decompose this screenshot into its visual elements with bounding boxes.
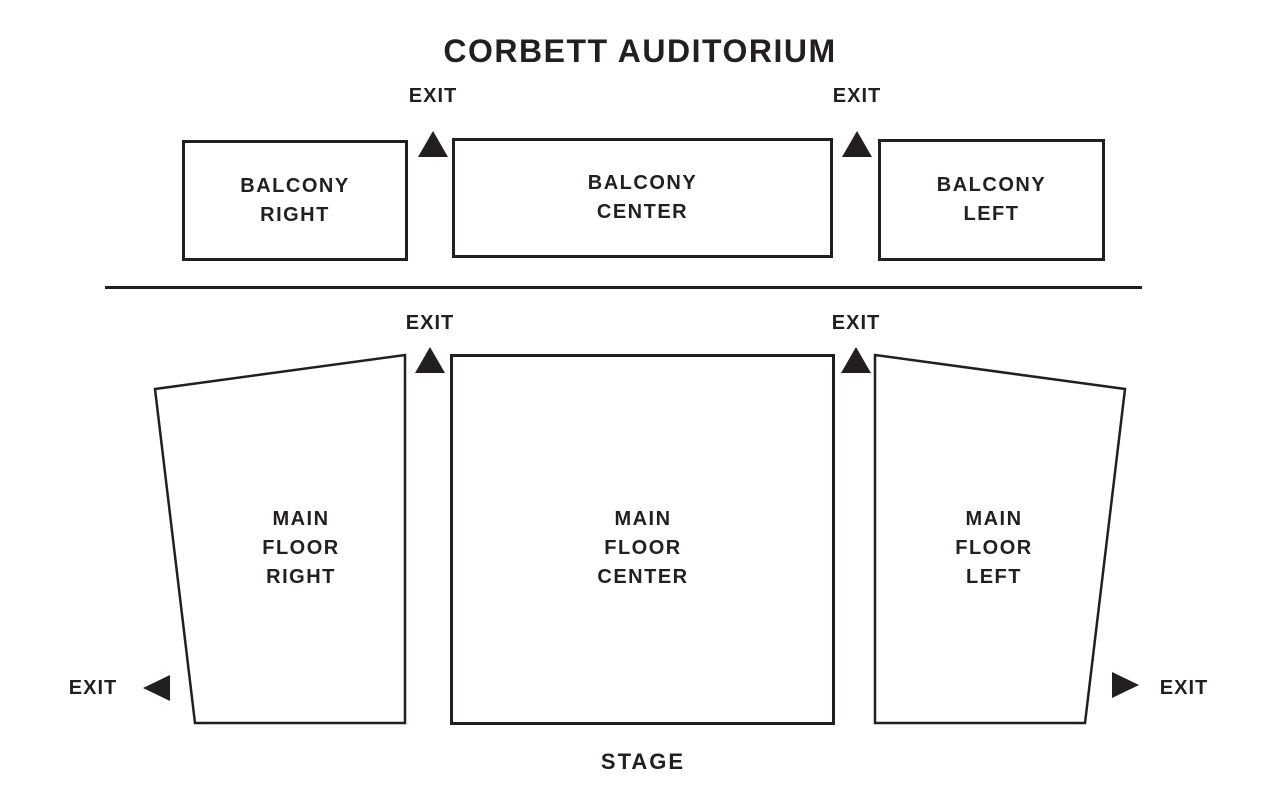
- section-label: BALCONY CENTER: [587, 172, 698, 223]
- exit-label-main-floor-left-top: EXIT: [831, 312, 881, 334]
- section-balcony-center[interactable]: BALCONY CENTER: [452, 138, 833, 258]
- exit-arrow-right-icon: [1112, 672, 1139, 698]
- stage-label: STAGE: [600, 749, 686, 774]
- exit-label-main-floor-right-side: EXIT: [68, 677, 118, 699]
- section-label-main-floor-right: MAIN FLOOR RIGHT: [262, 508, 340, 588]
- exit-arrow-up-icon: [415, 347, 445, 373]
- section-label: BALCONY RIGHT: [240, 174, 350, 226]
- section-main-floor-center[interactable]: [450, 354, 835, 725]
- exit-label-main-floor-left-side: EXIT: [1159, 677, 1209, 699]
- section-main-floor-left-shape[interactable]: [873, 353, 1127, 725]
- section-balcony-left[interactable]: BALCONY LEFT: [878, 139, 1105, 261]
- exit-label-balcony-right: EXIT: [408, 85, 458, 107]
- level-divider-line: [105, 286, 1142, 289]
- exit-label-balcony-left: EXIT: [832, 85, 882, 107]
- exit-arrow-up-icon: [418, 131, 448, 157]
- section-label-main-floor-left: MAIN FLOOR LEFT: [955, 508, 1033, 588]
- section-main-floor-right-shape[interactable]: [153, 353, 407, 725]
- page-title: CORBETT AUDITORIUM: [443, 33, 837, 69]
- exit-arrow-up-icon: [841, 347, 871, 373]
- section-label-main-floor-center: MAIN FLOOR CENTER: [597, 508, 689, 588]
- section-balcony-right[interactable]: BALCONY RIGHT: [182, 140, 408, 261]
- exit-label-main-floor-right-top: EXIT: [405, 312, 455, 334]
- exit-arrow-up-icon: [842, 131, 872, 157]
- section-label: BALCONY LEFT: [936, 174, 1047, 225]
- exit-arrow-left-icon: [143, 675, 170, 701]
